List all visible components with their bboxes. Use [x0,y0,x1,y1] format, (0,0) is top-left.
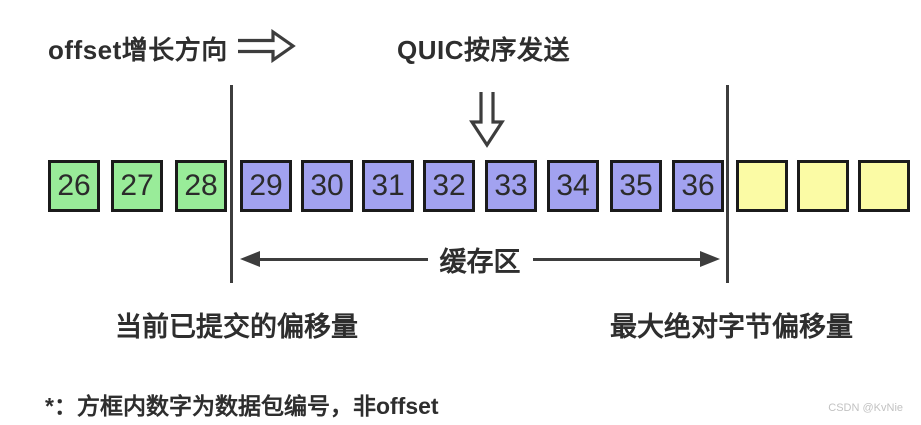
buffer-line-left [260,257,428,261]
packet-box-29: 29 [240,160,292,212]
empty-box-3 [858,160,910,212]
packet-box-26: 26 [48,160,100,212]
buffer-label: 缓存区 [439,246,521,277]
packet-box-34: 34 [547,160,599,212]
down-arrow-icon [469,92,505,148]
watermark: CSDN @KvNie [828,402,903,414]
buffer-span: 缓存区 [240,244,720,277]
max-offset-label: 最大绝对字节偏移量 [610,312,853,342]
quic-order-label: QUIC按序发送 [397,35,571,65]
offset-direction-label: offset增长方向 [48,35,228,65]
packet-box-33: 33 [485,160,537,212]
buffer-line-right [532,257,700,261]
packet-box-31: 31 [362,160,414,212]
empty-box-2 [797,160,849,212]
right-arrowhead-icon [700,251,720,267]
packet-box-28: 28 [175,160,227,212]
max-offset-line [726,85,729,283]
footnote: *：方框内数字为数据包编号，非offset [45,393,439,419]
packet-box-36: 36 [672,160,724,212]
committed-offset-line [230,85,233,283]
packet-box-32: 32 [423,160,475,212]
left-arrowhead-icon [240,251,260,267]
packet-box-30: 30 [301,160,353,212]
packet-box-27: 27 [111,160,163,212]
right-arrow-icon [238,29,296,63]
empty-box-1 [736,160,788,212]
packet-box-35: 35 [610,160,662,212]
committed-offset-label: 当前已提交的偏移量 [115,312,358,342]
